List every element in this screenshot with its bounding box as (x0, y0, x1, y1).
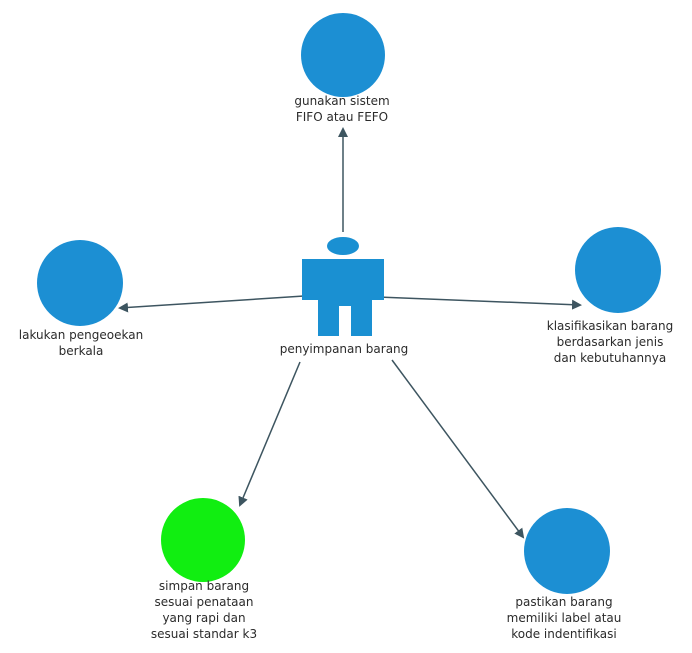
node-label-line: simpan barang (158, 579, 250, 593)
edge-arrow-simpan (238, 361, 301, 507)
person-icon[interactable] (302, 237, 384, 336)
node-label-line: yang rapi dan (162, 611, 246, 625)
node-circle-fifo[interactable] (301, 13, 385, 97)
edges (118, 127, 582, 539)
node-label-simpan: simpan barang sesuai penataan yang rapi da… (131, 578, 277, 642)
node-label-line: kode indentifikasi (511, 627, 617, 641)
node-label-line: lakukan pengeoekan (18, 328, 144, 342)
center-actor (302, 237, 384, 336)
node-label-line: memiliki label atau (506, 611, 622, 625)
edge-arrow-klasifikasi (377, 296, 582, 310)
node-label-label: pastikan barang memiliki label atau kode i… (489, 594, 639, 642)
edge-arrow-pengecekan (118, 295, 305, 313)
node-label-line: pastikan barang (515, 595, 613, 609)
node-label-klasifikasi: klasifikasikan barang berdasarkan jenis da… (533, 318, 687, 366)
node-label-line: sesuai penataan (154, 595, 254, 609)
edge-arrow-label (391, 359, 525, 539)
node-circle-simpan[interactable] (161, 498, 245, 582)
node-circle-klasifikasi[interactable] (575, 227, 661, 313)
node-label-line: berdasarkan jenis (556, 335, 664, 349)
node-label-line: sesuai standar k3 (150, 627, 258, 641)
node-label-line: klasifikasikan barang (546, 319, 674, 333)
center-label: penyimpanan barang (279, 342, 409, 356)
node-label-line: berkala (58, 344, 104, 358)
node-circle-pengecekan[interactable] (37, 240, 123, 326)
node-label-pengecekan: lakukan pengeoekan berkala (6, 327, 156, 359)
node-label-line: gunakan sistem (294, 94, 390, 108)
node-label-line: dan kebutuhannya (553, 351, 667, 365)
nodes (37, 13, 661, 594)
node-label-line: FIFO atau FEFO (295, 110, 389, 124)
node-circle-label[interactable] (524, 508, 610, 594)
